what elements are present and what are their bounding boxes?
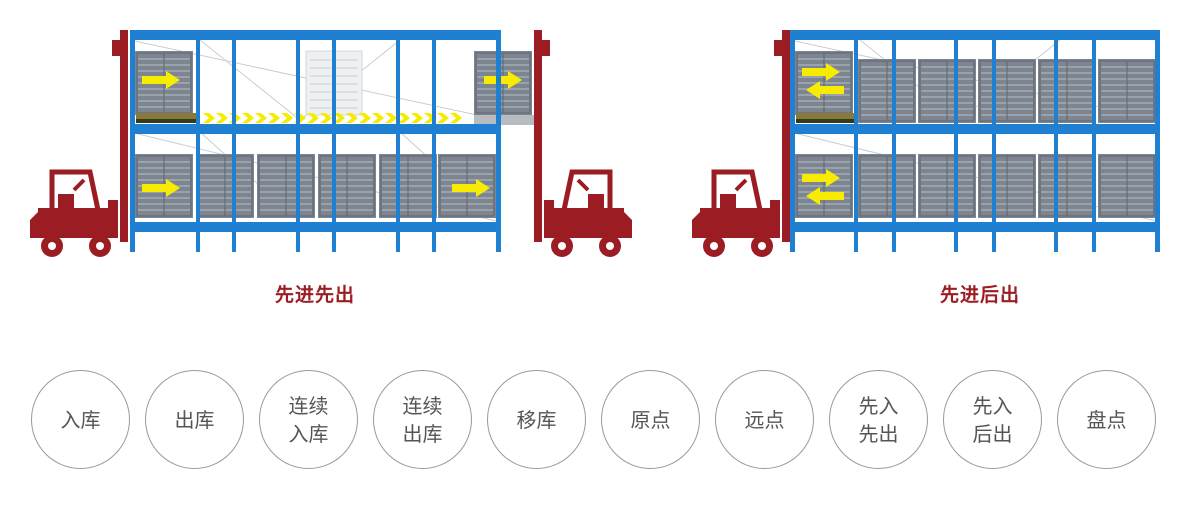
mode-filo-button[interactable]: 先入 后出 <box>943 370 1042 469</box>
shuttle-cart-icon <box>136 113 196 119</box>
mode-home-point-button[interactable]: 原点 <box>601 370 700 469</box>
mode-continuous-inbound-button[interactable]: 连续 入库 <box>259 370 358 469</box>
transfer-plate <box>474 115 534 125</box>
storage-diagram <box>0 0 1161 270</box>
rack-frame <box>790 30 1160 252</box>
rack-frame <box>130 30 501 252</box>
fifo-diagram <box>30 30 632 257</box>
mode-inbound-button[interactable]: 入库 <box>31 370 130 469</box>
mode-continuous-outbound-button[interactable]: 连续 出库 <box>373 370 472 469</box>
shuttle-cart-icon <box>796 113 854 119</box>
fifo-caption: 先进先出 <box>274 284 355 306</box>
outbound-forklift-icon <box>534 30 632 257</box>
mode-inventory-button[interactable]: 盘点 <box>1057 370 1156 469</box>
lifo-diagram <box>692 30 1161 257</box>
lifo-caption: 先进后出 <box>939 284 1020 306</box>
mode-fifo-button[interactable]: 先入 先出 <box>829 370 928 469</box>
mode-far-point-button[interactable]: 远点 <box>715 370 814 469</box>
forklift-icon <box>692 30 790 257</box>
mode-outbound-button[interactable]: 出库 <box>145 370 244 469</box>
inbound-forklift-icon <box>30 30 128 257</box>
mode-list: 入库 出库 连续 入库 连续 出库 移库 原点 远点 先入 先出 先入 后出 盘… <box>31 370 1156 469</box>
mode-transfer-button[interactable]: 移库 <box>487 370 586 469</box>
